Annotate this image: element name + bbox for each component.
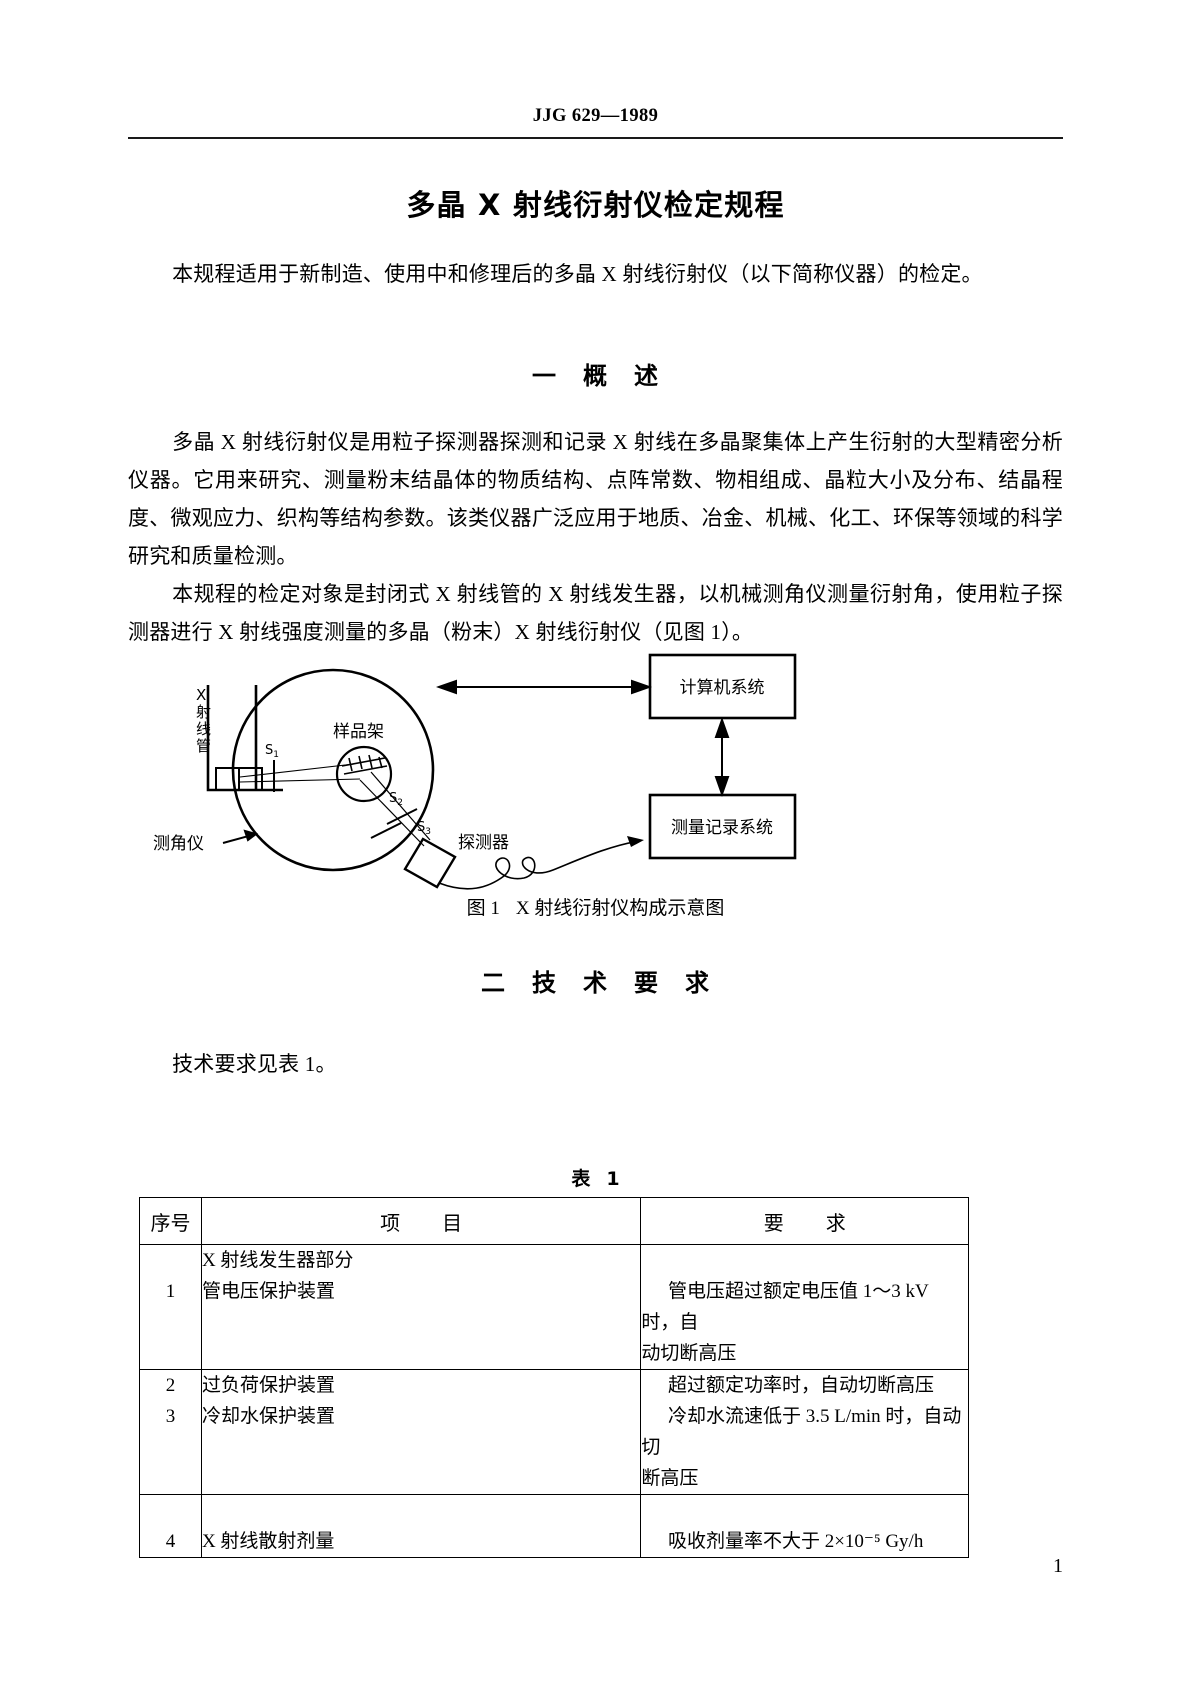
row-1-req-line-1: 管电压超过额定电压值 1～3 kV 时，自	[641, 1281, 929, 1333]
table-header-requirement: 要求	[640, 1197, 969, 1245]
slit-2-mark	[386, 808, 418, 825]
table-label-number: 1	[606, 1168, 620, 1190]
technical-requirements-table: 序号 项目 要求 X1 X 射线发生器部分 管电压保护装置 X 管电压超过额定电…	[139, 1197, 969, 1558]
sample-holder-label: 样品架	[333, 722, 384, 742]
goniometer-label: 测角仪	[153, 834, 204, 854]
table-header-item-right: 目	[442, 1212, 463, 1235]
slit-1-label: S1	[265, 743, 279, 760]
page-number: 1	[1053, 1555, 1063, 1577]
row-2-item-line-1: 过负荷保护装置	[201, 1375, 335, 1396]
intro-paragraph: 本规程适用于新制造、使用中和修理后的多晶 X 射线衍射仪（以下简称仪器）的检定。	[172, 262, 983, 286]
goniometer-circle	[231, 668, 435, 872]
xray-tube-bracket	[206, 685, 283, 792]
section-1-paragraph-1: 多晶 X 射线衍射仪是用粒子探测器探测和记录 X 射线在多晶聚集体上产生衍射的大…	[128, 430, 1063, 568]
row-1-req-line-2: 动切断高压	[641, 1343, 737, 1364]
section-2-name-a: 技	[532, 969, 557, 997]
row-3-req-line-1: 冷却水流速低于 3.5 L/min 时，自动切	[641, 1406, 962, 1458]
row-4-item: XX 射线散射剂量	[200, 1494, 642, 1558]
table-label-prefix: 表	[571, 1168, 591, 1190]
table-header-row: 序号 项目 要求	[139, 1197, 969, 1245]
table-row: 2 3 过负荷保护装置 冷却水保护装置 超过额定功率时，自动切断高压 冷却水流速…	[139, 1369, 969, 1495]
sample-holder	[335, 745, 393, 803]
row-1-no-value: 1	[165, 1281, 176, 1302]
row-4-no-value: 4	[165, 1531, 176, 1552]
slit-2-label: S2	[389, 791, 403, 808]
detector-label: 探测器	[458, 833, 509, 853]
row-4-item-line-1: X 射线散射剂量	[201, 1531, 335, 1552]
section-2-name-c: 要	[634, 969, 659, 997]
page-title: 多晶 X 射线衍射仪检定规程	[406, 188, 785, 222]
table-header-item-left: 项	[380, 1212, 401, 1235]
row-2-no-value: 2	[165, 1375, 176, 1396]
row-1-requirement: X 管电压超过额定电压值 1～3 kV 时，自 动切断高压	[640, 1244, 969, 1370]
section-heading-1: 一概述	[128, 356, 1063, 391]
header-rule	[128, 137, 1063, 139]
figure-1-svg: X 射 线 管 S1	[153, 653, 797, 890]
section-2-name-d: 求	[685, 969, 710, 997]
row-3-item-line-1: 冷却水保护装置	[201, 1406, 335, 1427]
table-header-req-right: 求	[825, 1212, 846, 1235]
table-row: X1 X 射线发生器部分 管电压保护装置 X 管电压超过额定电压值 1～3 kV…	[139, 1244, 969, 1370]
row-4-no: X4	[139, 1494, 202, 1558]
recording-system-box: 测量记录系统	[648, 793, 797, 860]
xray-tube-label: X 射 线 管	[196, 686, 216, 755]
section-1-paragraph-2: 本规程的检定对象是封闭式 X 射线管的 X 射线发生器，以机械测角仪测量衍射角，…	[128, 582, 1063, 644]
slit-3-mark	[370, 822, 402, 839]
diffracted-beam	[359, 771, 431, 847]
row-2-3-item: 过负荷保护装置 冷却水保护装置	[200, 1369, 642, 1495]
section-1-number: 一	[532, 362, 557, 390]
section-2-name-b: 术	[583, 969, 608, 997]
row-1-item-line-1: X 射线发生器部分	[201, 1250, 354, 1271]
computer-system-box: 计算机系统	[648, 653, 797, 720]
detector-cable	[438, 836, 644, 890]
incident-beam	[239, 763, 361, 783]
detector-box	[403, 837, 457, 889]
row-1-item: X 射线发生器部分 管电压保护装置	[200, 1244, 642, 1370]
row-2-req-line-1: 超过额定功率时，自动切断高压	[667, 1375, 934, 1396]
standard-code: JJG 629—1989	[532, 106, 659, 126]
section-2-number: 二	[481, 969, 506, 997]
page-header: JJG 629—1989	[128, 106, 1063, 139]
row-3-req-line-2: 断高压	[641, 1468, 699, 1489]
figure-1-caption: 图 1 X 射线衍射仪构成示意图	[128, 893, 1063, 920]
computer-system-label: 计算机系统	[680, 678, 765, 698]
row-1-item-line-2: 管电压保护装置	[201, 1281, 335, 1302]
goniometer-pointer	[222, 829, 259, 844]
figure-caption-text: X 射线衍射仪构成示意图	[515, 898, 725, 919]
table-header-req-left: 要	[763, 1212, 784, 1235]
table-header-no: 序号	[139, 1197, 202, 1245]
slit-3-label: S3	[417, 820, 431, 837]
figure-caption-number: 图 1	[466, 898, 500, 919]
section-2-paragraph-1: 技术要求见表 1。	[172, 1052, 337, 1076]
row-2-3-no: 2 3	[139, 1369, 202, 1495]
table-header-item: 项目	[200, 1197, 642, 1245]
row-2-3-requirement: 超过额定功率时，自动切断高压 冷却水流速低于 3.5 L/min 时，自动切 断…	[640, 1369, 969, 1495]
xray-tube-window	[215, 767, 263, 791]
row-4-req-line-1: 吸收剂量率不大于 2×10⁻⁵ Gy/h	[667, 1531, 924, 1552]
table-row: X4 XX 射线散射剂量 X吸收剂量率不大于 2×10⁻⁵ Gy/h	[139, 1494, 969, 1558]
row-4-requirement: X吸收剂量率不大于 2×10⁻⁵ Gy/h	[640, 1494, 969, 1558]
arrow-computer-recording	[714, 716, 730, 798]
arrow-goniometer-computer	[435, 679, 653, 695]
section-1-name-a: 概	[583, 362, 608, 390]
recording-system-label: 测量记录系统	[671, 818, 773, 838]
section-heading-2: 二技术要求	[128, 963, 1063, 998]
figure-1: X 射 线 管 S1	[128, 640, 1063, 890]
row-1-no: X1	[139, 1244, 202, 1370]
row-3-no-value: 3	[165, 1406, 176, 1427]
section-1-name-b: 述	[634, 362, 659, 390]
